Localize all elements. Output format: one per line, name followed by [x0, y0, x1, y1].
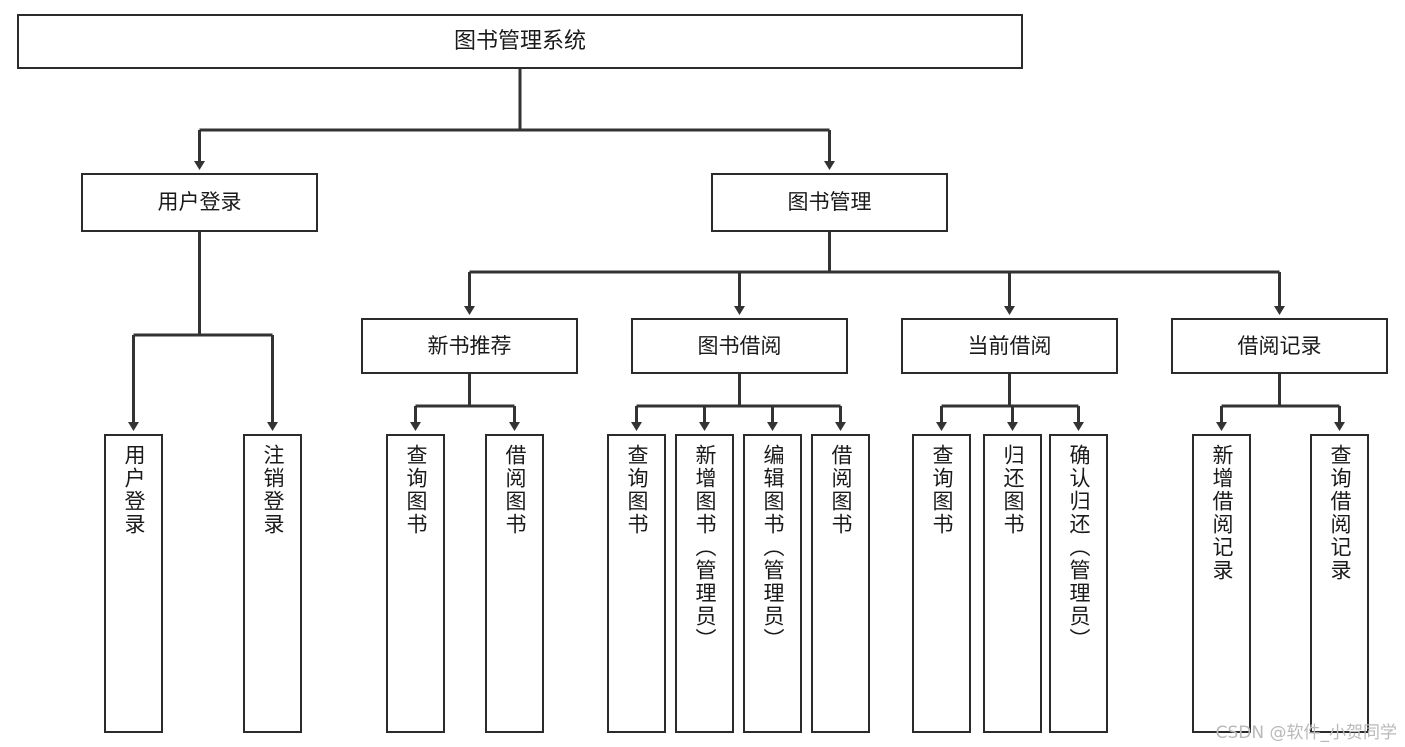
node-label: 借阅记录 — [1237, 333, 1322, 358]
node-leaf9[interactable]: 查询图书 — [912, 434, 971, 733]
node-root[interactable]: 图书管理系统 — [17, 14, 1023, 69]
node-leaf3[interactable]: 查询图书 — [386, 434, 445, 733]
node-newrec[interactable]: 新书推荐 — [361, 318, 578, 374]
node-label: 注销登录 — [261, 444, 285, 536]
node-leaf6[interactable]: 新增图书（管理员） — [675, 434, 734, 733]
node-label: 用户登录 — [122, 444, 146, 536]
node-label: 图书管理 — [787, 190, 872, 215]
node-leaf8[interactable]: 借阅图书 — [811, 434, 870, 733]
node-label: 借阅图书 — [829, 444, 853, 536]
node-label: 当前借阅 — [967, 333, 1052, 358]
node-leaf5[interactable]: 查询图书 — [607, 434, 666, 733]
watermark-text: CSDN @软件_小贺同学 — [1215, 723, 1397, 743]
node-label: 编辑图书（管理员） — [761, 444, 785, 651]
node-label: 查询借阅记录 — [1328, 444, 1352, 582]
node-label: 查询图书 — [930, 444, 954, 536]
node-login[interactable]: 用户登录 — [81, 173, 318, 232]
node-leaf2[interactable]: 注销登录 — [243, 434, 302, 733]
node-leaf4[interactable]: 借阅图书 — [485, 434, 544, 733]
node-label: 查询图书 — [404, 444, 428, 536]
node-label: 新增借阅记录 — [1210, 444, 1234, 582]
node-leaf11[interactable]: 确认归还（管理员） — [1049, 434, 1108, 733]
node-label: 确认归还（管理员） — [1067, 444, 1091, 651]
node-leaf12[interactable]: 新增借阅记录 — [1192, 434, 1251, 733]
node-bookmgmt[interactable]: 图书管理 — [711, 173, 948, 232]
node-leaf13[interactable]: 查询借阅记录 — [1310, 434, 1369, 733]
node-leaf10[interactable]: 归还图书 — [983, 434, 1042, 733]
node-label: 新增图书（管理员） — [693, 444, 717, 651]
node-label: 查询图书 — [625, 444, 649, 536]
node-records[interactable]: 借阅记录 — [1171, 318, 1388, 374]
node-current[interactable]: 当前借阅 — [901, 318, 1118, 374]
node-label: 新书推荐 — [427, 333, 512, 358]
node-leaf7[interactable]: 编辑图书（管理员） — [743, 434, 802, 733]
node-label: 图书管理系统 — [453, 28, 586, 54]
node-label: 图书借阅 — [697, 333, 782, 358]
node-label: 归还图书 — [1001, 444, 1025, 536]
node-leaf1[interactable]: 用户登录 — [104, 434, 163, 733]
node-label: 借阅图书 — [503, 444, 527, 536]
node-borrow[interactable]: 图书借阅 — [631, 318, 848, 374]
node-label: 用户登录 — [157, 190, 242, 215]
